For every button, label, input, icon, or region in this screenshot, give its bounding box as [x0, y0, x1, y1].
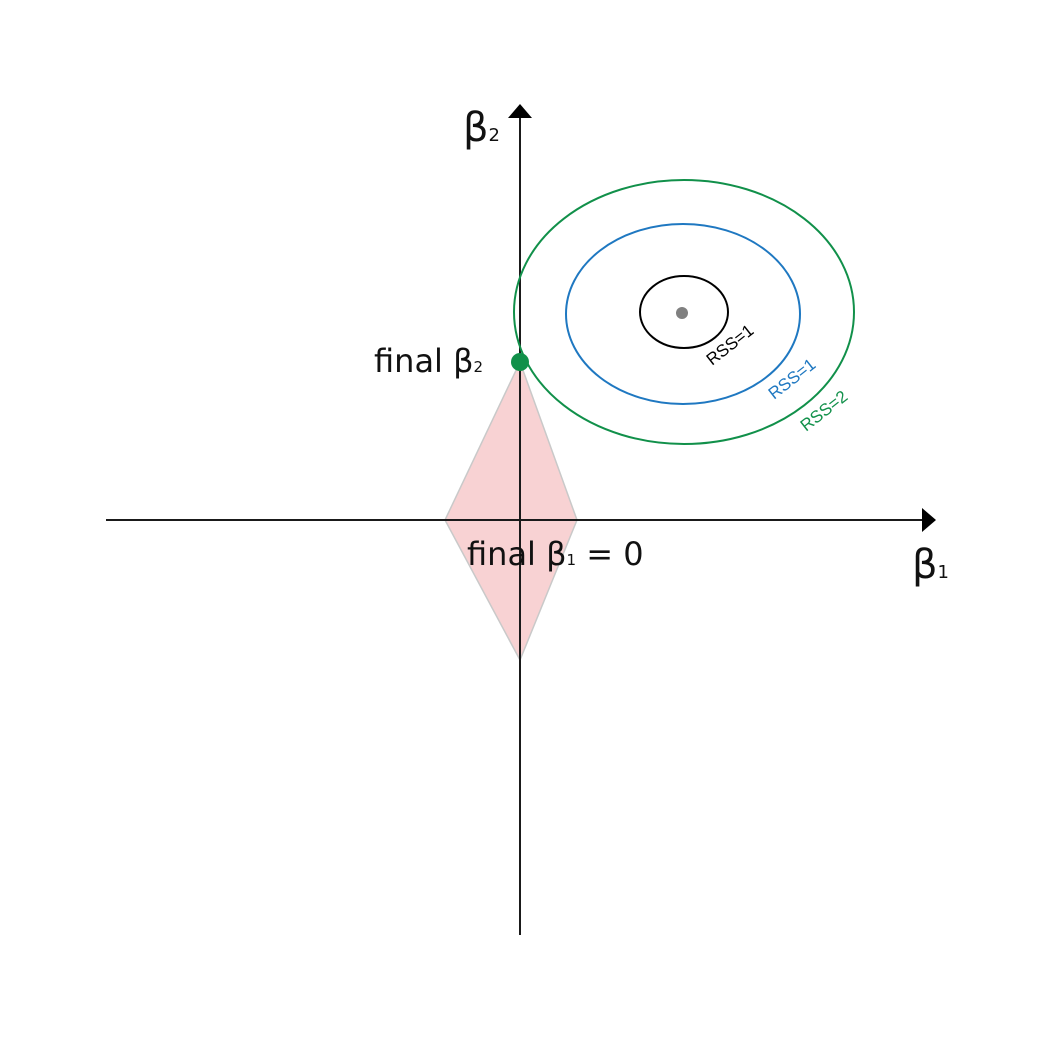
contour-label-middle: RSS=1	[765, 355, 820, 403]
least-squares-center-point	[676, 307, 688, 319]
contour-label-outer: RSS=2	[797, 387, 852, 435]
solution-point	[511, 353, 529, 371]
x-axis-arrow	[922, 508, 936, 532]
contour-inner	[639, 275, 729, 349]
final-beta2-subscript: 2	[474, 358, 484, 376]
contour-outer	[513, 179, 855, 445]
final-beta1-label: final β1 = 0	[467, 535, 644, 573]
x-axis-label: β1	[912, 542, 949, 588]
contour-label-inner: RSS=1	[703, 321, 758, 369]
contour-middle	[565, 223, 801, 405]
y-axis-label-symbol: β	[463, 105, 489, 151]
final-beta1-text: final β	[467, 535, 567, 573]
final-beta1-subscript: 1	[567, 551, 577, 569]
x-axis-label-symbol: β	[912, 542, 938, 588]
y-axis-label: β2	[463, 105, 500, 151]
final-beta2-text: final β	[374, 342, 474, 380]
y-axis-arrow	[508, 104, 532, 118]
constraint-diamond	[444, 360, 578, 662]
final-beta1-suffix: = 0	[576, 535, 644, 573]
y-axis-label-subscript: 2	[489, 125, 500, 146]
x-axis-label-subscript: 1	[938, 562, 949, 583]
final-beta2-label: final β2	[374, 342, 483, 380]
